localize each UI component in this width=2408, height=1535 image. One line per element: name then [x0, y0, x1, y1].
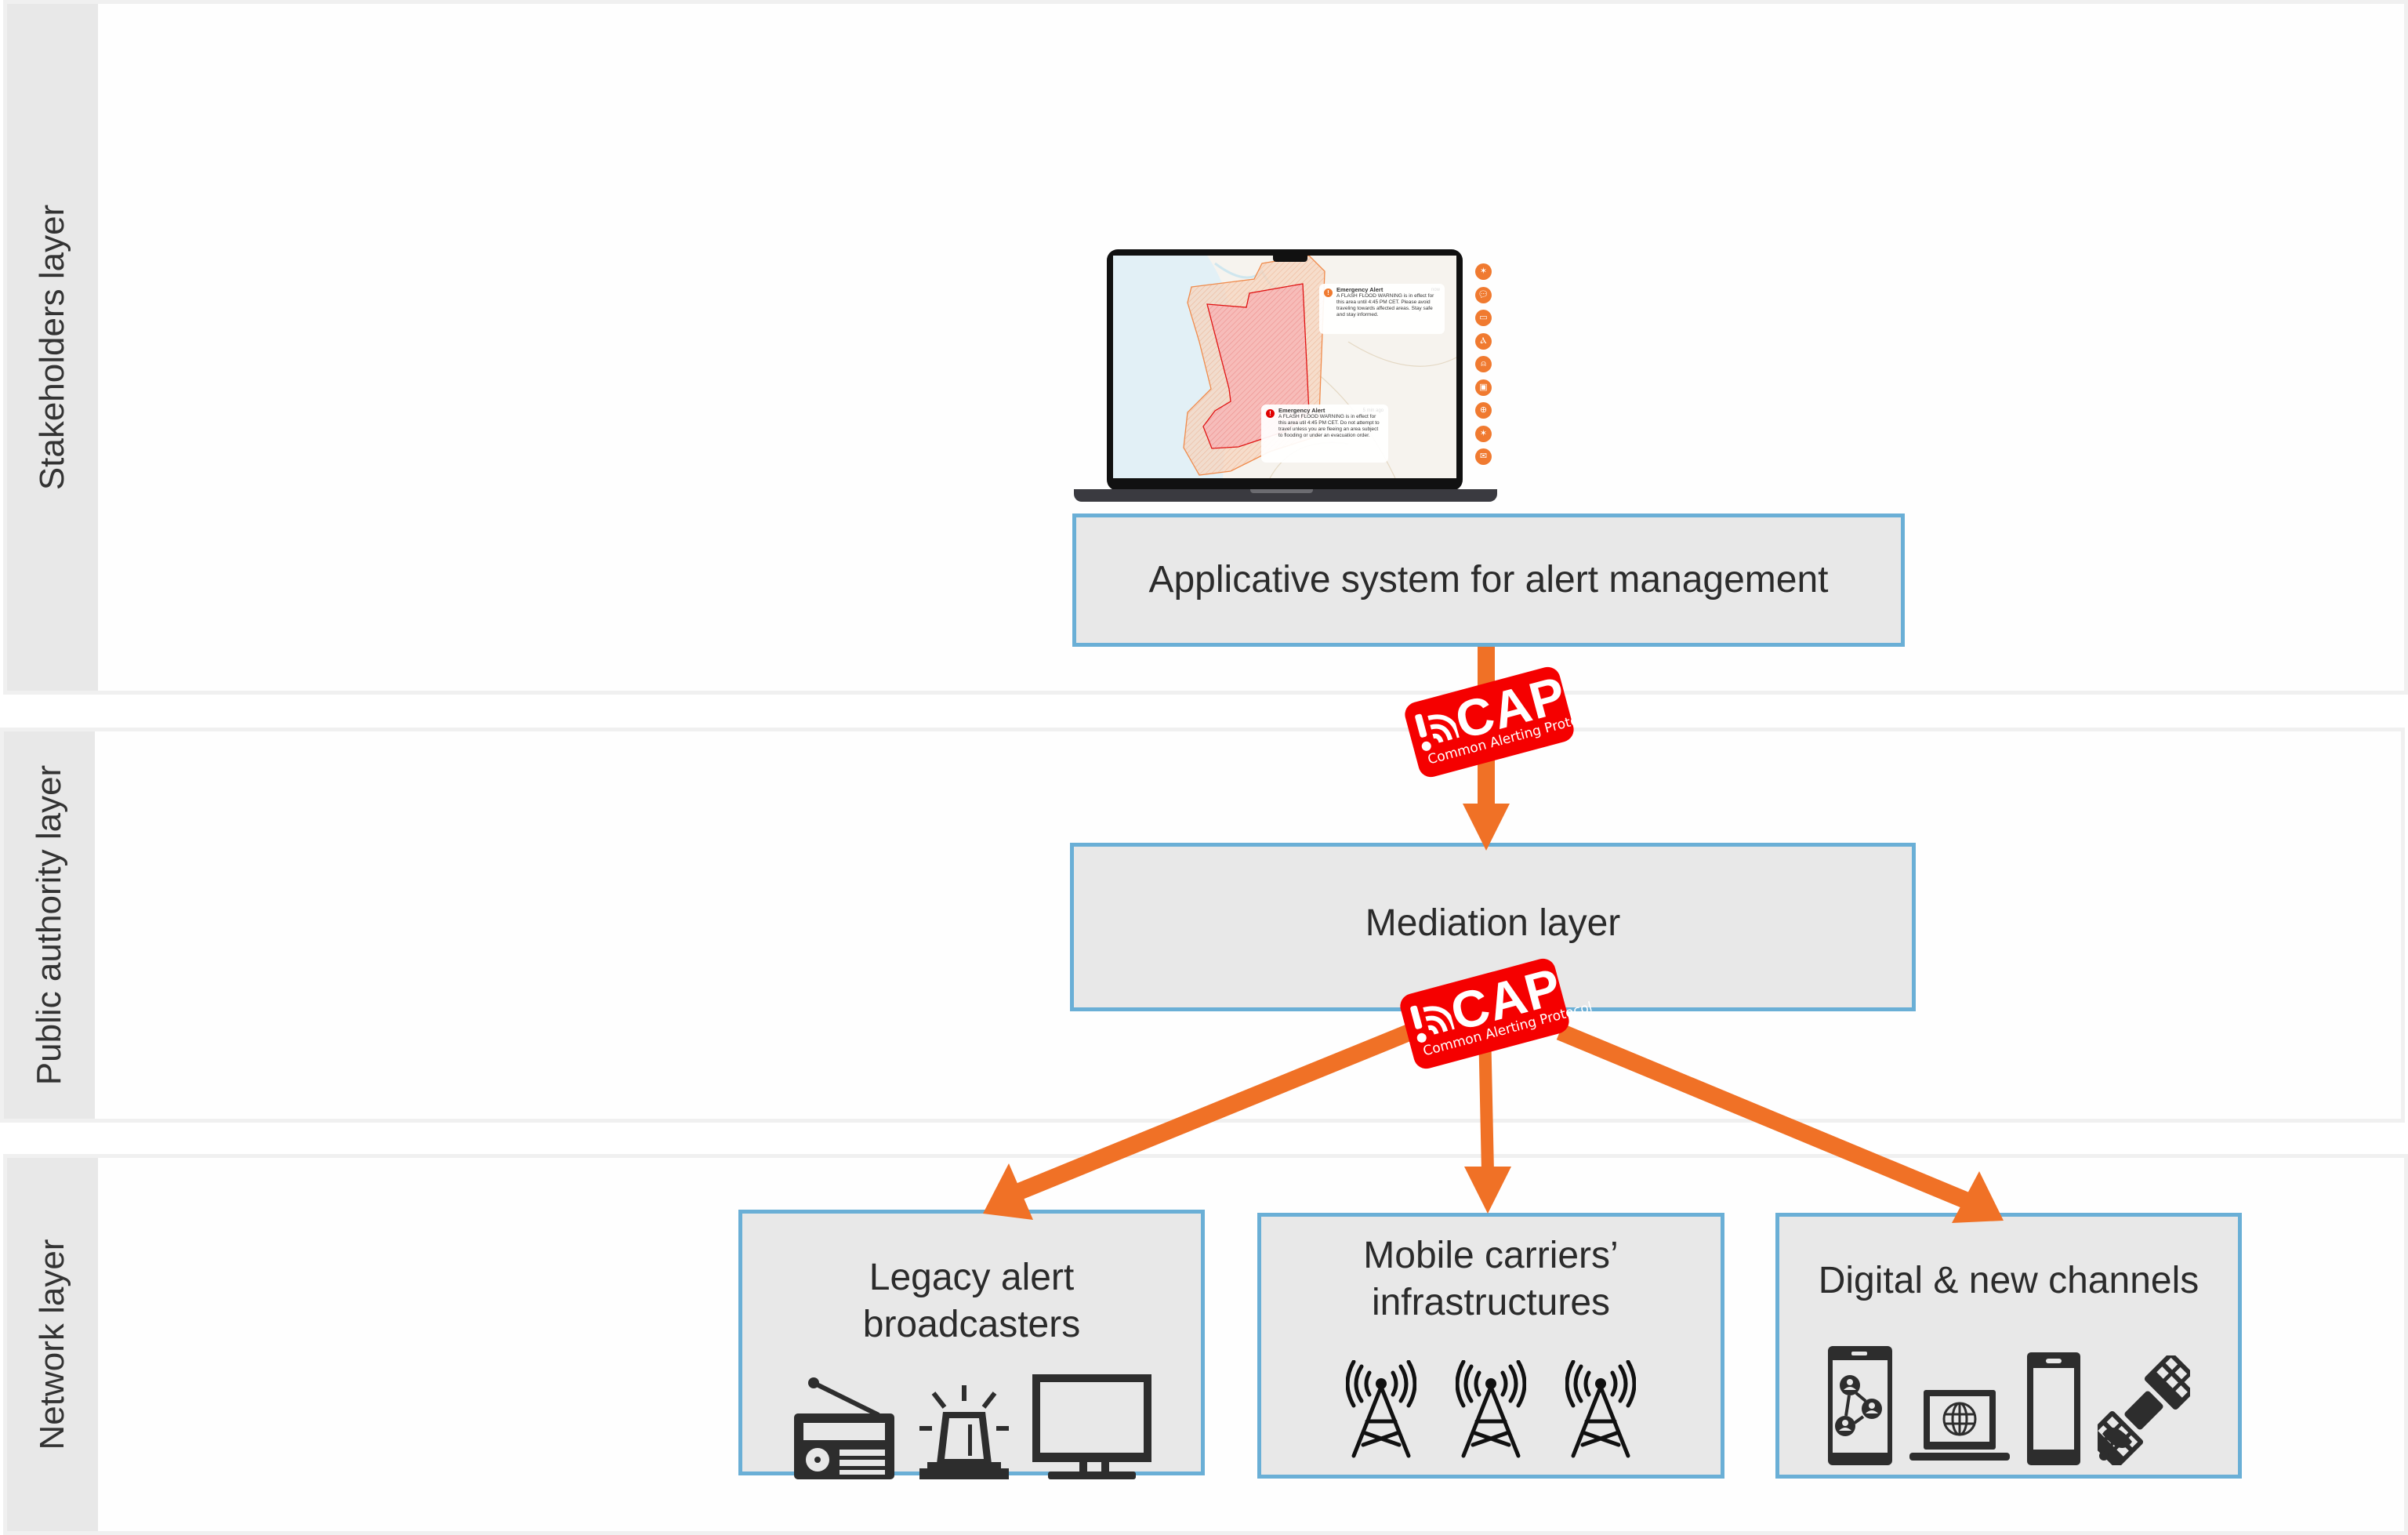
notification-time: 5 min ago	[1362, 408, 1384, 413]
layer-label: Network layer	[33, 1239, 71, 1450]
siren-icon: ⍝	[1475, 356, 1492, 372]
smartphone-icon	[2026, 1352, 2080, 1465]
channel-icon-column: ✶ 💬︎ ▭ Ⲁ ⍝ ▣ ⊕ ✶ ✉	[1475, 263, 1492, 472]
mobile-carriers-box[interactable]: Mobile carriers’ infrastructures	[1257, 1213, 1724, 1479]
legacy-broadcasters-box[interactable]: Legacy alert broadcasters	[738, 1210, 1205, 1479]
notification-card: ! Emergency Alert 5 min ago A FLASH FLOO…	[1261, 405, 1388, 463]
cell-tower-icon	[1456, 1360, 1526, 1458]
alert-icon: !	[1266, 409, 1275, 418]
satellite-icon: ✶	[1475, 263, 1492, 280]
layer-label: Public authority layer	[30, 764, 68, 1086]
laptop-screen-map: ! Emergency Alert now A FLASH FLOOD WARN…	[1113, 256, 1456, 478]
cell-tower-icon: Ⲁ	[1475, 332, 1492, 350]
layer-label: Stakeholders layer	[33, 204, 71, 491]
notification-title: Emergency Alert	[1278, 407, 1325, 414]
tv-icon: ▭	[1475, 310, 1492, 326]
notification-card: ! Emergency Alert now A FLASH FLOOD WARN…	[1319, 284, 1445, 334]
box-title-line: Legacy alert	[869, 1257, 1075, 1298]
envelope-icon: ✉	[1475, 448, 1492, 465]
laptop-notch	[1273, 256, 1307, 262]
cell-tower-icon	[1565, 1360, 1636, 1458]
applicative-system-box[interactable]: Applicative system for alert management	[1072, 513, 1905, 647]
globe-icon: ⊕	[1475, 402, 1492, 419]
legacy-icons	[742, 1374, 1201, 1479]
smartphone-social-icon	[1827, 1346, 1892, 1465]
layer-sidebar: Public authority layer	[4, 731, 95, 1119]
layer-sidebar: Network layer	[7, 1158, 98, 1531]
laptop-alert-dashboard: ! Emergency Alert now A FLASH FLOOD WARN…	[1074, 249, 1497, 506]
satellite-icon	[2097, 1355, 2190, 1465]
box-title: Mediation layer	[1365, 902, 1621, 944]
siren-icon	[919, 1385, 1009, 1479]
notification-title: Emergency Alert	[1336, 286, 1384, 293]
cap-badge: CAP Common Alerting Protocol	[1402, 664, 1599, 780]
box-title: Applicative system for alert management	[1148, 559, 1829, 601]
notification-time: now	[1431, 288, 1440, 292]
box-title-line: Mobile carriers’	[1363, 1235, 1619, 1276]
chat-icon: 💬︎	[1475, 286, 1492, 303]
alert-signal-icon	[1410, 1005, 1457, 1043]
laptop-base	[1074, 489, 1497, 502]
layer-sidebar: Stakeholders layer	[7, 4, 98, 691]
radio-icon	[793, 1377, 894, 1479]
cap-badge: CAP Common Alerting Protocol	[1397, 956, 1594, 1072]
box-title-line: infrastructures	[1371, 1282, 1611, 1323]
mobile-icons	[1261, 1360, 1721, 1458]
digital-channels-box[interactable]: Digital & new channels	[1775, 1213, 2242, 1479]
alert-signal-icon	[1415, 713, 1462, 751]
kiosk-icon: ▣	[1475, 379, 1492, 396]
cell-tower-icon	[1346, 1360, 1416, 1458]
alert-icon: !	[1324, 288, 1333, 297]
notification-text: A FLASH FLOOD WARNING is in effect for t…	[1278, 414, 1380, 438]
tv-monitor-icon	[1032, 1374, 1151, 1479]
box-title: Digital & new channels	[1818, 1260, 2199, 1301]
satellite-icon: ✶	[1475, 425, 1492, 442]
box-title-line: broadcasters	[862, 1304, 1081, 1345]
digital-icons	[1779, 1346, 2238, 1465]
notification-text: A FLASH FLOOD WARNING is in effect for t…	[1336, 293, 1434, 318]
laptop-globe-icon	[1909, 1390, 2010, 1461]
laptop-base-groove	[1250, 489, 1313, 493]
